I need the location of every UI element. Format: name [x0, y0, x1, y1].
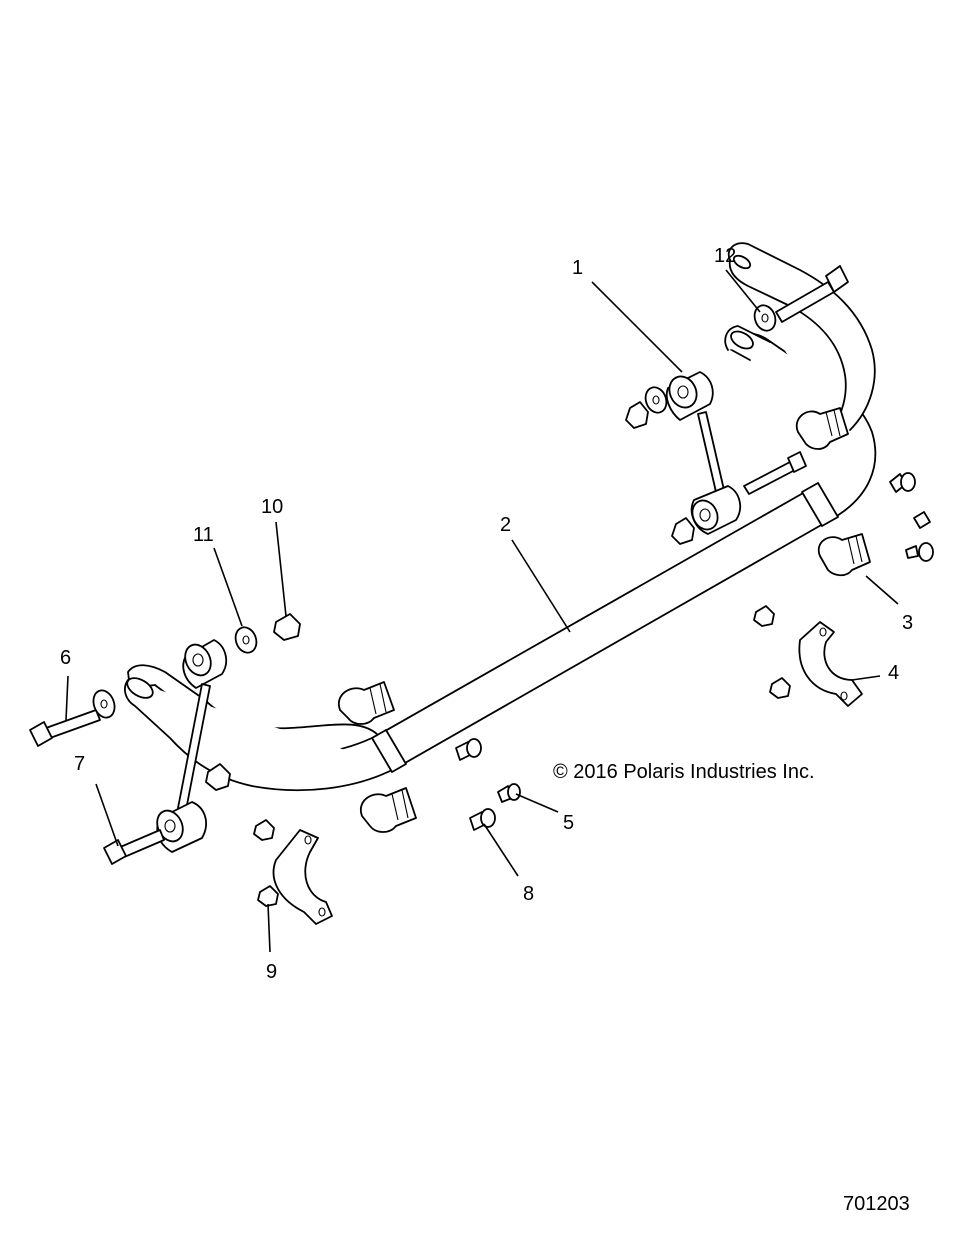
callout-1: 1 [572, 257, 583, 279]
callout-12: 12 [714, 245, 736, 267]
figure-number: 701203 [843, 1193, 910, 1215]
copyright-notice: © 2016 Polaris Industries Inc. [553, 761, 815, 783]
callout-11: 11 [193, 524, 214, 546]
callout-8: 8 [523, 883, 534, 905]
callout-4: 4 [888, 662, 899, 684]
right-fasteners [753, 472, 934, 699]
right-link-assembly [625, 371, 807, 545]
callout-9: 9 [266, 961, 277, 983]
bolt-7 [103, 829, 165, 865]
callout-5: 5 [563, 812, 574, 834]
right-bushings [795, 407, 871, 577]
callout-labels: 1 2 3 4 5 6 7 8 9 10 11 12 [60, 245, 913, 983]
left-bushings [337, 681, 417, 833]
callout-10: 10 [261, 496, 283, 518]
leader-lines [65, 269, 899, 953]
bolt-6 [29, 689, 116, 747]
left-fasteners [253, 738, 521, 907]
callout-7: 7 [74, 753, 85, 775]
right-clamp [798, 621, 863, 707]
callout-6: 6 [60, 647, 71, 669]
callout-2: 2 [500, 514, 511, 536]
callout-3: 3 [902, 612, 913, 634]
left-clamp [272, 829, 333, 925]
left-link-assembly [156, 613, 301, 853]
stabilizer-bar [124, 242, 877, 792]
